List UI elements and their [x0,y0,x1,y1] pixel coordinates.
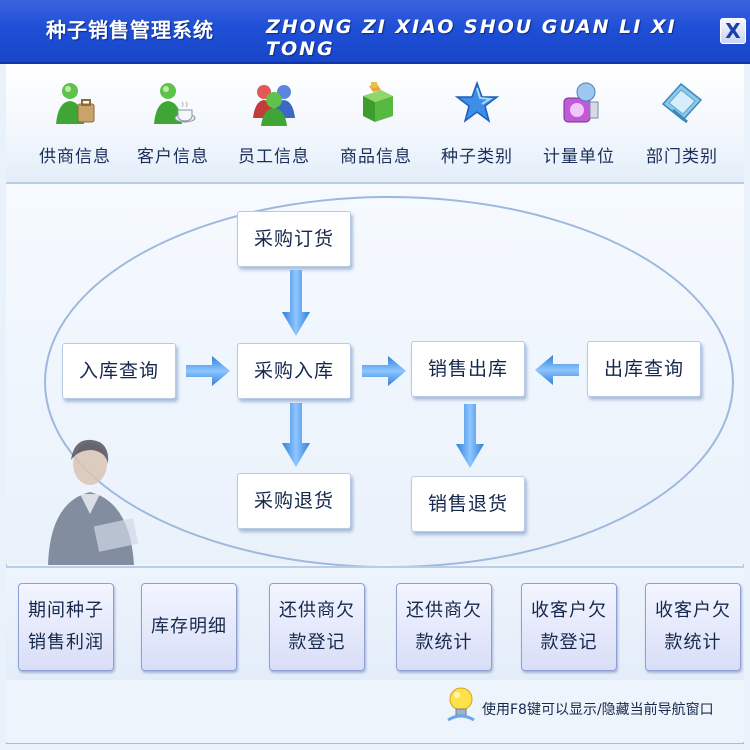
toolbar-goods-info[interactable]: 商品信息 [332,80,420,176]
period-seed-profit-button[interactable]: 期间种子 销售利润 [18,583,114,671]
arrow-right-icon [186,356,230,386]
arrow-down-icon [456,404,484,468]
star-icon [454,80,500,123]
toolbar: 供商信息 客户信息 员工信息 商品信息 [6,64,744,184]
stock-out-query-button[interactable]: 出库查询 [587,341,701,397]
goods-box-icon [363,82,393,122]
lightbulb-icon [447,687,475,722]
measure-unit-icon [563,82,599,123]
assistant-person-image [48,439,139,565]
purchase-return-button[interactable]: 采购退货 [237,473,351,529]
toolbar-employee-info[interactable]: 员工信息 [230,80,318,176]
window-title-pinyin: ZHONG ZI XIAO SHOU GUAN LI XI TONG [266,16,677,60]
toolbar-label: 供商信息 [39,147,111,167]
supplier-repay-register-button[interactable]: 还供商欠 款登记 [269,583,365,671]
customer-debt-stats-button[interactable]: 收客户欠 款统计 [645,583,741,671]
window-title: 种子销售管理系统 [46,18,214,42]
toolbar-supplier-info[interactable]: 供商信息 [31,80,119,176]
toolbar-label: 部门类别 [646,147,718,167]
button-line: 款统计 [664,632,722,653]
toolbar-label: 计量单位 [543,147,615,167]
purchase-in-button[interactable]: 采购入库 [237,343,351,399]
toolbar-label: 员工信息 [238,147,310,167]
toolbar-label: 商品信息 [340,147,412,167]
toolbar-label: 种子类别 [441,147,513,167]
button-line: 库存明细 [151,616,227,637]
supplier-repay-stats-button[interactable]: 还供商欠 款统计 [396,583,492,671]
inventory-detail-button[interactable]: 库存明细 [141,583,237,671]
button-line: 收客户欠 [531,600,607,621]
close-button[interactable]: X [720,18,746,44]
button-line: 期间种子 [28,600,104,621]
button-line: 款登记 [540,632,598,653]
department-icon [661,82,703,124]
customer-debt-register-button[interactable]: 收客户欠 款登记 [521,583,617,671]
title-bar: 种子销售管理系统 ZHONG ZI XIAO SHOU GUAN LI XI T… [0,0,750,64]
sales-out-button[interactable]: 销售出库 [411,341,525,397]
purchase-order-button[interactable]: 采购订货 [237,211,351,267]
toolbar-seed-category[interactable]: 种子类别 [433,80,521,176]
button-line: 销售利润 [28,632,104,653]
arrow-left-icon [535,355,579,385]
button-line: 收客户欠 [655,600,731,621]
button-line: 款统计 [415,632,473,653]
button-line: 还供商欠 [406,600,482,621]
status-bar [6,680,744,742]
customer-person-icon [154,83,196,124]
button-line: 款登记 [288,632,346,653]
arrow-down-icon [282,403,310,467]
toolbar-measure-unit[interactable]: 计量单位 [535,80,623,176]
employees-icon [253,85,295,126]
supplier-person-icon [56,83,95,124]
toolbar-label: 客户信息 [137,147,209,167]
toolbar-department-category[interactable]: 部门类别 [638,80,726,176]
arrow-down-icon [282,270,310,336]
toolbar-customer-info[interactable]: 客户信息 [129,80,217,176]
arrow-right-icon [362,356,406,386]
bottom-bar [6,566,744,682]
stock-in-query-button[interactable]: 入库查询 [62,343,176,399]
button-line: 还供商欠 [279,600,355,621]
f8-hint-text: 使用F8键可以显示/隐藏当前导航窗口 [482,702,714,718]
sales-return-button[interactable]: 销售退货 [411,476,525,532]
